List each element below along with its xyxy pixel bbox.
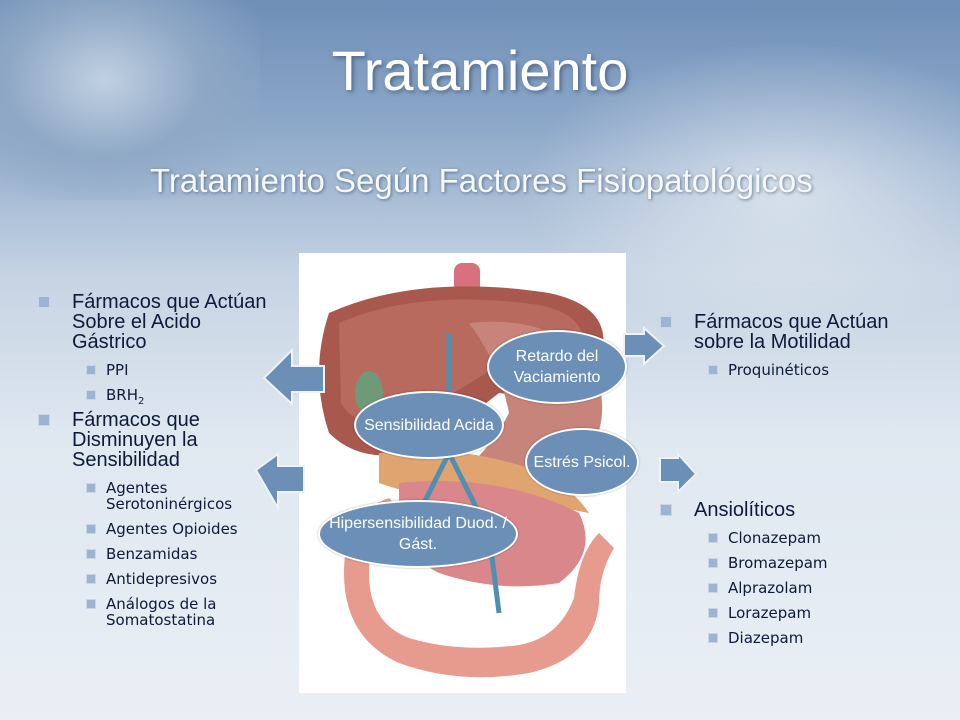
left-sublist-acid: PPI BRH2 (86, 362, 278, 410)
right-list-motility: Fármacos que Actúan sobre la Motilidad P… (660, 312, 890, 378)
right-sublist-motility: Proquinéticos (708, 362, 890, 378)
slide-title: Tratamiento (331, 39, 629, 102)
list-item: PPI (86, 362, 278, 378)
right-list-anxiolytics: Ansiolíticos Clonazepam Bromazepam Alpra… (660, 500, 890, 646)
list-item: Antidepresivos (86, 571, 278, 587)
list-item: Agentes Opioides (86, 521, 278, 537)
list-item: Diazepam (708, 630, 890, 646)
surgeon-photo (0, 0, 260, 200)
arrow-right-lower-icon (659, 452, 698, 494)
list-item: Bromazepam (708, 555, 890, 571)
right-group-motility: Fármacos que Actúan sobre la Motilidad (660, 312, 890, 352)
list-item: Benzamidas (86, 546, 278, 562)
arrow-left-upper-icon (262, 347, 325, 406)
list-item: Análogos de la Somatostatina (86, 596, 278, 628)
list-item: Clonazepam (708, 530, 890, 546)
right-sublist-anxiolytics: Clonazepam Bromazepam Alprazolam Lorazep… (708, 530, 890, 646)
list-item: Alprazolam (708, 580, 890, 596)
list-item: BRH2 (86, 387, 278, 410)
right-group-anxiolytics: Ansiolíticos (660, 500, 890, 520)
oval-estres-psicol: Estrés Psicol. (525, 428, 639, 496)
list-item: Agentes Serotoninérgicos (86, 480, 278, 512)
left-group-acid: Fármacos que Actúan Sobre el Acido Gástr… (38, 292, 278, 352)
left-group-sensitivity: Fármacos que Disminuyen la Sensibilidad (38, 410, 278, 470)
list-item: Lorazepam (708, 605, 890, 621)
list-item: Proquinéticos (708, 362, 890, 378)
oval-sensibilidad-acida: Sensibilidad Acida (354, 391, 504, 459)
left-sublist-sensitivity: Agentes Serotoninérgicos Agentes Opioide… (86, 480, 278, 628)
oval-retardo-vaciamiento: Retardo del Vaciamiento (487, 330, 627, 404)
oval-hipersensibilidad: Hipersensibilidad Duod. / Gást. (318, 500, 518, 568)
slide-subtitle: Tratamiento Según Factores Fisiopatológi… (150, 162, 813, 199)
left-list: Fármacos que Actúan Sobre el Acido Gástr… (38, 292, 278, 628)
arrow-right-upper-icon (623, 326, 666, 366)
arrow-left-lower-icon (254, 452, 305, 510)
